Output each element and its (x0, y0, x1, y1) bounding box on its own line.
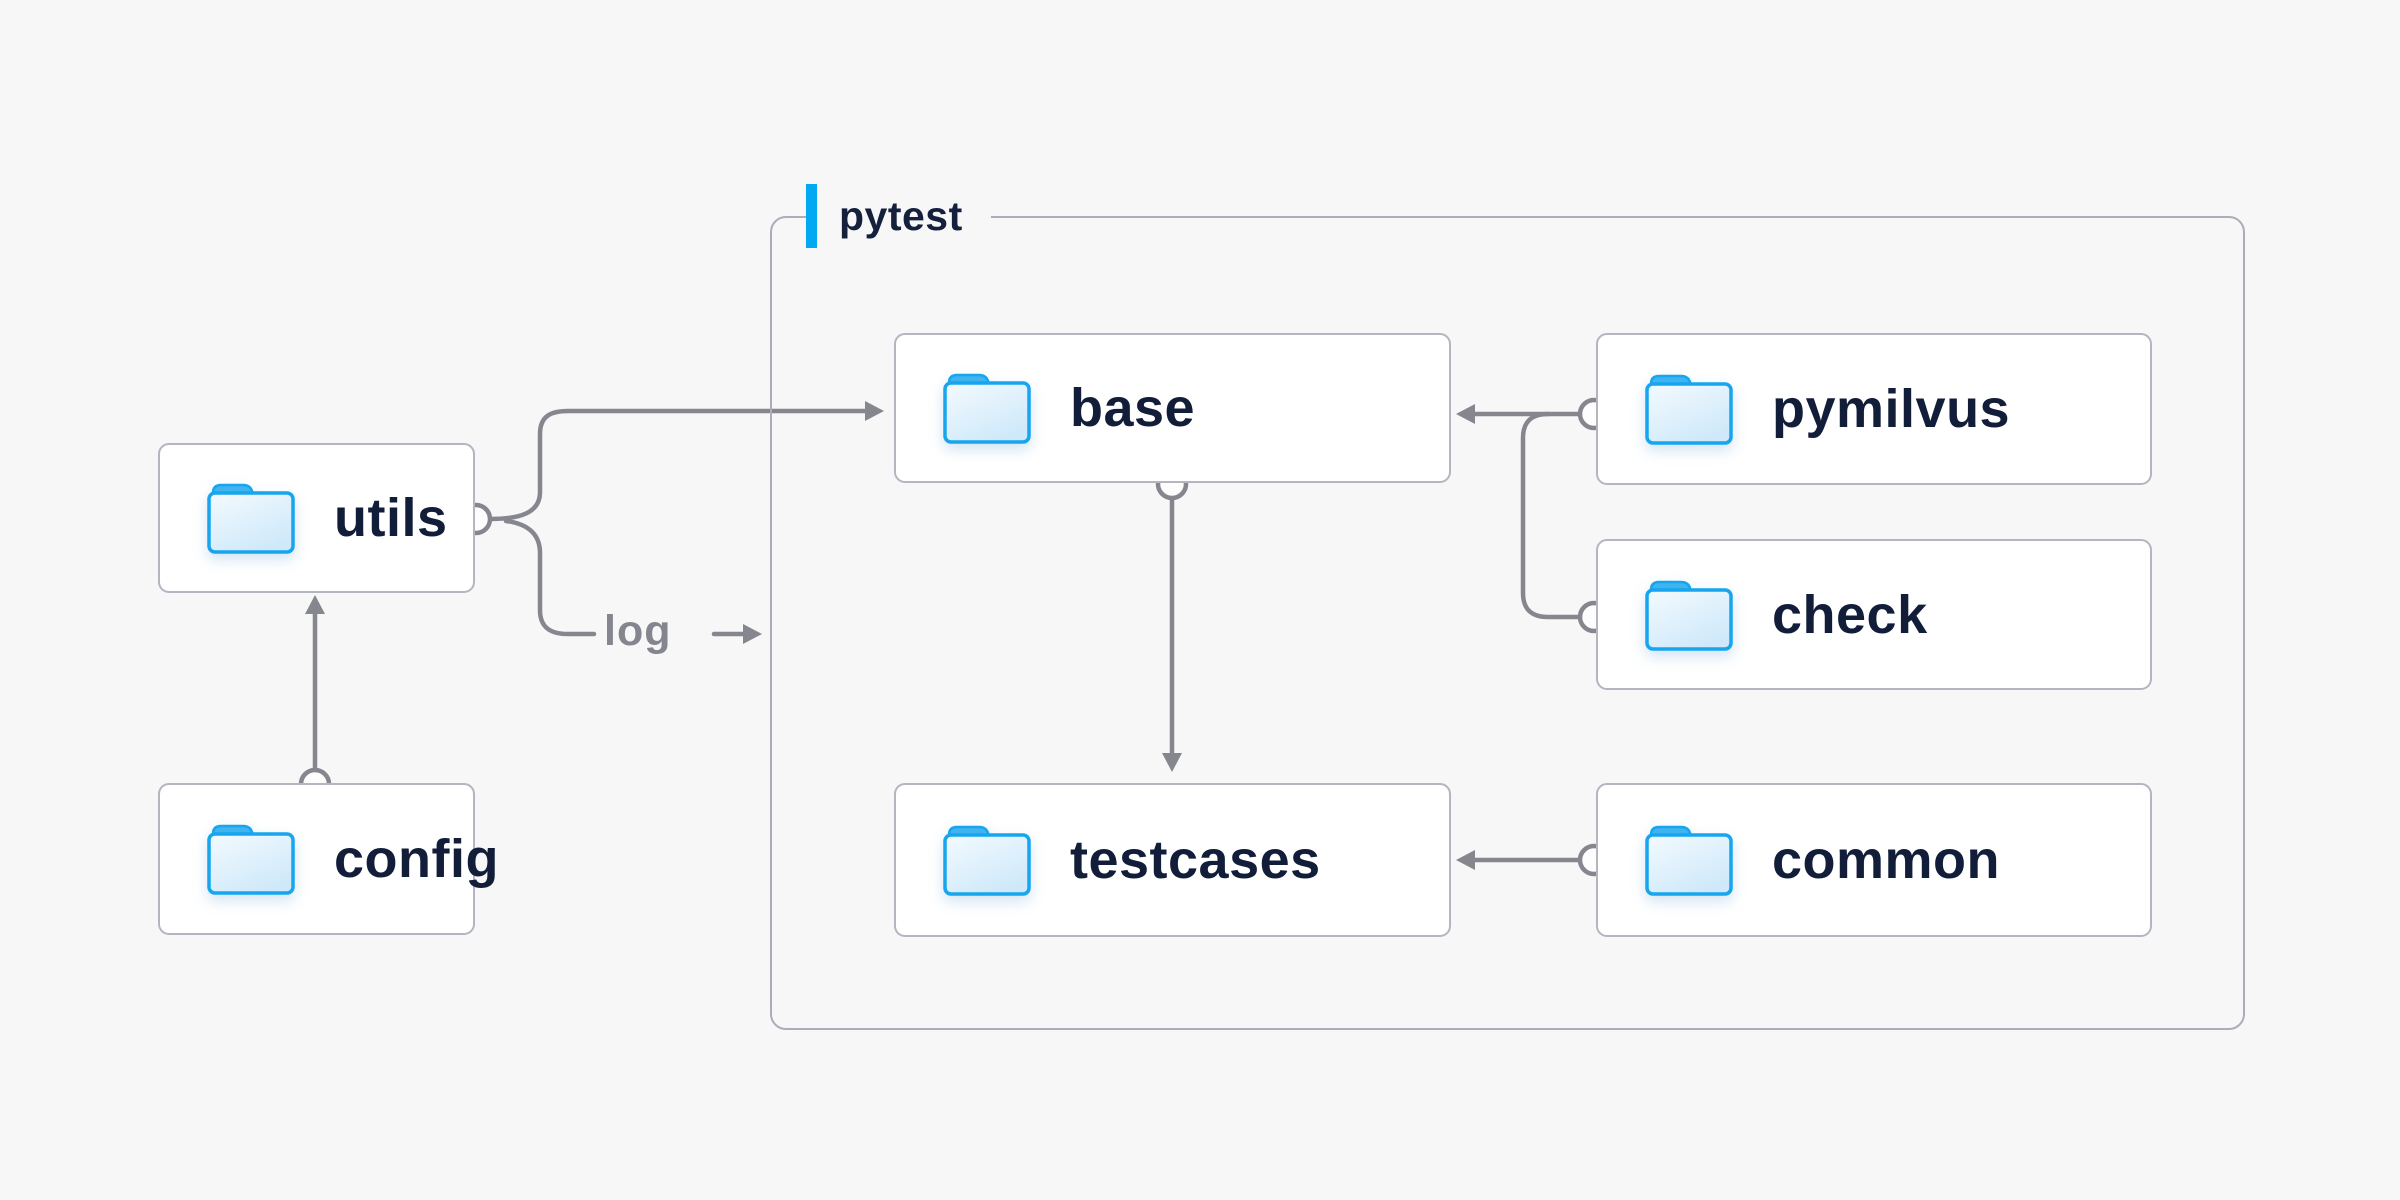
folder-node-label: check (1772, 584, 1928, 645)
pytest-accent-bar (806, 184, 817, 248)
folder-node-label: pymilvus (1772, 379, 2011, 439)
arrowhead-into-testcases-top (1162, 753, 1182, 772)
folder-node-label: config (334, 829, 499, 889)
folder-node-common: common (1596, 783, 2152, 937)
arrowhead-into-base-left (865, 401, 884, 421)
folder-icon (943, 825, 1031, 896)
folder-node-label: utils (334, 488, 448, 548)
folder-node-utils: utils (158, 443, 475, 593)
pytest-group-container (770, 216, 2245, 1030)
pytest-group-label: pytest (806, 184, 991, 248)
folder-node-base: base (894, 333, 1451, 483)
folder-node-testcases: testcases (894, 783, 1451, 937)
folder-node-label: common (1772, 830, 2001, 890)
connector-check-to-base (1520, 411, 1583, 620)
folder-icon (1645, 825, 1733, 896)
folder-icon (207, 824, 295, 895)
arrowhead-log (743, 624, 762, 644)
folder-node-label: testcases (1070, 830, 1321, 890)
arrowhead-into-utils (305, 595, 325, 614)
edge-label-log: log (604, 607, 672, 655)
arrowhead-into-testcases-right (1456, 850, 1475, 870)
folder-icon (1645, 374, 1733, 445)
folder-node-config: config (158, 783, 498, 935)
folder-icon (943, 373, 1031, 444)
folder-node-check: check (1596, 539, 2152, 690)
pytest-group-title: pytest (839, 192, 963, 239)
folder-node-pymilvus: pymilvus (1596, 333, 2152, 485)
arrowhead-into-base-right (1456, 404, 1475, 424)
connector-utils-to-base (487, 408, 873, 522)
folder-icon (207, 483, 295, 554)
folder-node-label: base (1070, 378, 1196, 438)
folder-icon (1645, 580, 1733, 651)
connector-utils-to-log (503, 518, 597, 637)
